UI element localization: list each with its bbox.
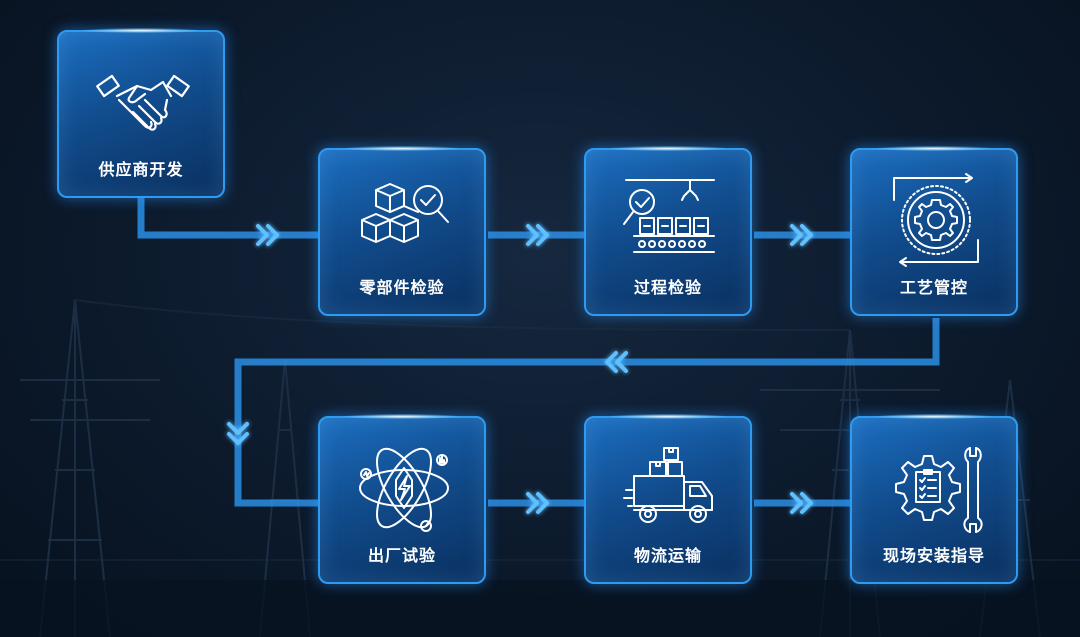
handshake-icon bbox=[96, 74, 190, 131]
step-logistics: 物流运输 bbox=[584, 414, 752, 584]
step-label: 出厂试验 bbox=[367, 546, 436, 565]
step-onsite-installation: 现场安装指导 bbox=[850, 414, 1018, 584]
connector-craft-to-factory bbox=[234, 318, 940, 507]
step-label: 零部件检验 bbox=[359, 278, 445, 297]
step-factory-test: 出厂试验 bbox=[318, 414, 486, 584]
step-label: 物流运输 bbox=[633, 546, 702, 565]
chevron-right-icon bbox=[256, 224, 279, 246]
step-process-control: 工艺管控 bbox=[850, 146, 1018, 316]
energy-atom-icon bbox=[359, 447, 449, 532]
step-process-inspection: 过程检验 bbox=[584, 146, 752, 316]
step-label: 供应商开发 bbox=[98, 160, 184, 179]
step-supplier-development: 供应商开发 bbox=[57, 28, 225, 198]
step-label: 过程检验 bbox=[633, 278, 702, 297]
gear-checklist-wrench-icon bbox=[895, 447, 983, 533]
chevron-right-icon bbox=[790, 224, 813, 246]
step-label: 工艺管控 bbox=[899, 278, 968, 297]
cubes-magnifier-icon bbox=[361, 183, 449, 243]
chevron-right-icon bbox=[526, 224, 549, 246]
chevron-down-icon bbox=[227, 422, 249, 445]
gear-cycle-icon bbox=[893, 173, 979, 267]
chevron-right-icon bbox=[526, 492, 549, 514]
delivery-truck-icon bbox=[623, 447, 713, 523]
step-label: 现场安装指导 bbox=[882, 546, 985, 565]
step-parts-inspection: 零部件检验 bbox=[318, 146, 486, 316]
chevron-right-icon bbox=[790, 492, 813, 514]
chevron-left-icon bbox=[605, 351, 628, 373]
connector-supplier-to-parts bbox=[137, 198, 318, 239]
production-line-inspection-icon bbox=[623, 179, 715, 253]
